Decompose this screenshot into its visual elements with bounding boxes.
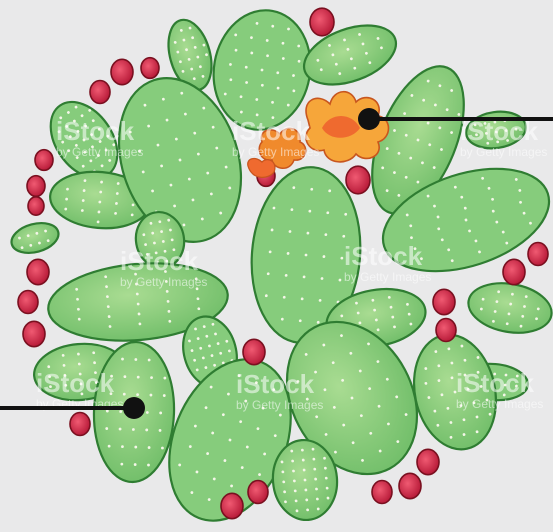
cactus-fruit	[111, 59, 133, 84]
cactus-fruit	[528, 243, 548, 266]
watermark-brand: iStock	[344, 241, 423, 271]
watermark-byline: by Getty Images	[236, 398, 323, 412]
cactus-fruit	[503, 259, 525, 284]
cactus-pads	[8, 3, 553, 532]
watermark-brand: iStock	[236, 369, 315, 399]
watermark-brand: iStock	[232, 116, 311, 146]
cactus-fruit	[346, 166, 370, 194]
cactus-fruit	[248, 481, 268, 504]
cactus-fruit	[70, 413, 90, 436]
cactus-pad	[464, 277, 553, 339]
cactus-fruit	[310, 8, 334, 36]
cactus-fruit	[28, 197, 44, 215]
cactus-fruit	[90, 81, 110, 104]
watermark-byline: by Getty Images	[120, 275, 207, 289]
cactus-fruit	[221, 493, 243, 518]
cactus-fruit	[243, 339, 265, 364]
cactus-fruit	[399, 473, 421, 498]
watermark-byline: by Getty Images	[460, 145, 547, 159]
cactus-fruit	[23, 321, 45, 346]
cactus-fruit	[433, 289, 455, 314]
cactus-fruit	[27, 176, 45, 197]
cactus-fruit	[18, 291, 38, 314]
watermark-byline: by Getty Images	[232, 145, 319, 159]
cactus-fruit	[35, 150, 53, 171]
watermark-byline: by Getty Images	[456, 397, 543, 411]
watermark-brand: iStock	[456, 368, 535, 398]
watermark-byline: by Getty Images	[344, 270, 431, 284]
cactus-fruit	[436, 319, 456, 342]
watermark-byline: by Getty Images	[56, 145, 143, 159]
cactus-fruit	[417, 449, 439, 474]
watermark-brand: iStock	[120, 246, 199, 276]
cactus-fruit	[372, 481, 392, 504]
cactus-pad	[8, 218, 62, 257]
cactus-fruit	[27, 259, 49, 284]
watermark-brand: iStock	[36, 368, 115, 398]
cactus-fruit	[141, 58, 159, 79]
watermark-brand: iStock	[56, 116, 135, 146]
